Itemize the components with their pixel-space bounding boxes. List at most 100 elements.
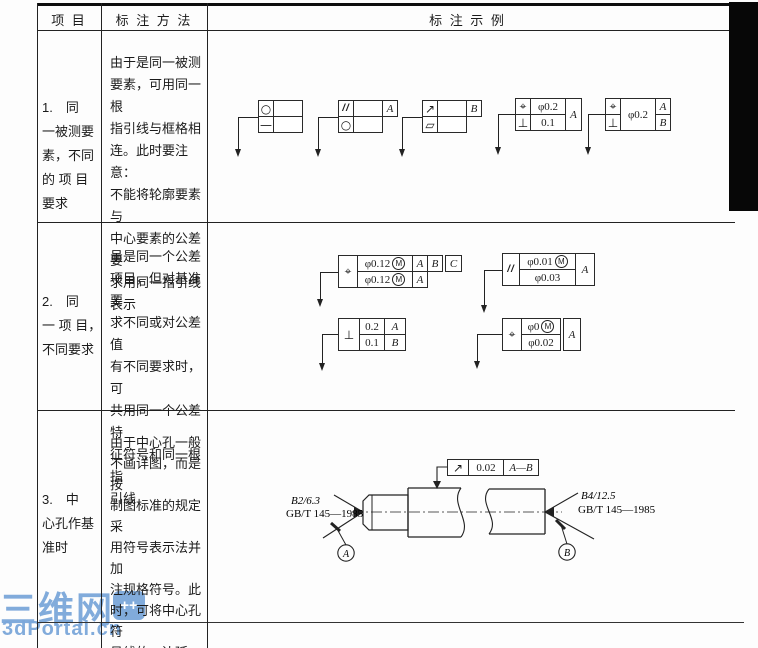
leader-arrow xyxy=(315,149,321,157)
tolerance-value: φ0.01 xyxy=(527,255,553,268)
shaft-drawing: A B B2/6.3 GB/T 145—1985 B4/12.5 GB/T 14… xyxy=(286,466,656,562)
leader-line xyxy=(588,114,605,115)
leader-line xyxy=(498,114,515,115)
datum-b-label: B xyxy=(564,548,570,559)
fcf-position-perpendicularity-shared-datum: ⌖ φ0.2 ⊥ 0.1 A xyxy=(515,98,582,131)
datum-letter: A—B xyxy=(503,459,539,476)
leader-arrow xyxy=(474,361,480,369)
leader-line xyxy=(318,117,338,118)
header-method: 标 注 方 法 xyxy=(115,13,193,28)
position-symbol: ⌖ xyxy=(338,255,358,288)
perpendicularity-symbol: ⊥ xyxy=(515,114,531,131)
tolerance-value-cell: φ0.2 xyxy=(620,98,656,131)
tolerance-value: φ0 xyxy=(527,320,540,333)
tolerance-value-cell xyxy=(437,100,467,117)
leader-line xyxy=(238,117,239,150)
break-line-right xyxy=(484,488,494,535)
leader-line xyxy=(320,272,321,300)
leader-line xyxy=(477,334,478,362)
modifier-m-letter: M xyxy=(395,275,403,284)
tolerance-value-cell: 0.2 xyxy=(359,318,385,335)
right-center-hole-standard: GB/T 145—1985 xyxy=(578,504,656,516)
datum-letter: B xyxy=(466,100,482,117)
tolerance-value-cell: φ0 M xyxy=(521,318,561,335)
row3-item-text: 3. 中 心孔作基 准时 xyxy=(42,492,95,555)
perpendicularity-symbol: ⊥ xyxy=(338,318,360,351)
modifier-m-letter: M xyxy=(544,322,552,331)
center-hole-ray xyxy=(322,511,364,539)
leader-line xyxy=(402,117,422,118)
fcf-shared-value-two-datums: ⌖ ⊥ φ0.2 A B xyxy=(605,98,671,131)
circled-m-modifier: M xyxy=(554,255,568,268)
datum-a-label: A xyxy=(342,549,350,560)
datum-letter: A xyxy=(412,271,428,288)
circular-runout-symbol: ↗ xyxy=(422,100,438,117)
datum-connector xyxy=(560,524,568,545)
column-divider-2 xyxy=(207,3,208,648)
datum-connector xyxy=(335,526,347,546)
leader-line xyxy=(318,117,319,150)
datum-letter: B xyxy=(655,114,671,131)
position-symbol: ⌖ xyxy=(605,98,621,115)
datum-letter: A xyxy=(565,98,582,131)
modifier-m-letter: M xyxy=(395,259,403,268)
fcf-runout-flatness: ↗ B ▱ xyxy=(422,100,482,133)
center-hole-boss xyxy=(362,494,409,531)
perpendicularity-symbol: ⊥ xyxy=(605,114,621,131)
shaft-segment-2 xyxy=(489,488,546,535)
row-divider-2 xyxy=(37,410,735,411)
scan-artifact-bar xyxy=(729,2,758,211)
datum-letter: A xyxy=(412,255,428,272)
straightness-symbol: — xyxy=(258,116,274,133)
position-symbol: ⌖ xyxy=(502,318,522,351)
datum-circle-b xyxy=(558,543,576,561)
row1-item-text: 1. 同 一被测要 素，不同 的 项 目 要求 xyxy=(42,100,95,211)
circled-m-modifier: M xyxy=(392,273,406,286)
leader-line xyxy=(484,270,502,271)
tolerance-value-cell xyxy=(353,100,383,117)
tolerance-value-cell: 0.1 xyxy=(530,114,566,131)
column-divider-1 xyxy=(101,3,102,648)
tolerance-value-cell xyxy=(273,116,303,133)
leader-line xyxy=(322,334,323,364)
header-divider xyxy=(37,30,729,31)
datum-letter: A xyxy=(382,100,398,117)
position-symbol: ⌖ xyxy=(515,98,531,115)
watermark-badge-icon: ++ xyxy=(113,591,145,620)
leader-arrow xyxy=(481,305,487,313)
break-line-left xyxy=(456,487,466,538)
header-example: 标 注 示 例 xyxy=(429,13,506,28)
circled-m-modifier: M xyxy=(392,257,406,270)
center-hole-arrow xyxy=(354,507,363,517)
datum-letter: B xyxy=(427,255,443,272)
shaft-segment-1 xyxy=(407,487,461,538)
leader-line xyxy=(238,117,258,118)
center-hole-arrow xyxy=(545,507,554,517)
row2-method-text: 虽是同一个公差 项目，但对基准要 求不同或对公差值 有不同要求时，可 共用同一个… xyxy=(110,249,202,506)
datum-letter: A xyxy=(384,318,406,335)
leader-arrow xyxy=(317,299,323,307)
circled-m-modifier: M xyxy=(541,320,555,333)
datum-letter: A xyxy=(575,253,595,286)
leader-line xyxy=(322,334,338,335)
leader-line xyxy=(320,272,338,273)
tolerance-value-cell xyxy=(437,116,467,133)
fcf-leader-arrow xyxy=(433,481,441,489)
tolerance-value-cell: φ0.02 xyxy=(521,334,561,351)
leader-arrow xyxy=(495,147,501,155)
datum-letter: A xyxy=(655,98,671,115)
leader-arrow xyxy=(399,149,405,157)
datum-tick xyxy=(554,518,567,531)
table-left-border xyxy=(37,3,38,648)
parallelism-symbol: // xyxy=(338,100,354,117)
tolerance-value-cell xyxy=(353,116,383,133)
fcf-roundness-straightness: ○ — xyxy=(258,100,303,133)
flatness-symbol: ▱ xyxy=(422,116,438,133)
center-hole-ray xyxy=(333,494,364,513)
header-item: 项 目 xyxy=(51,13,87,28)
left-center-hole-spec: B2/6.3 xyxy=(291,495,321,507)
